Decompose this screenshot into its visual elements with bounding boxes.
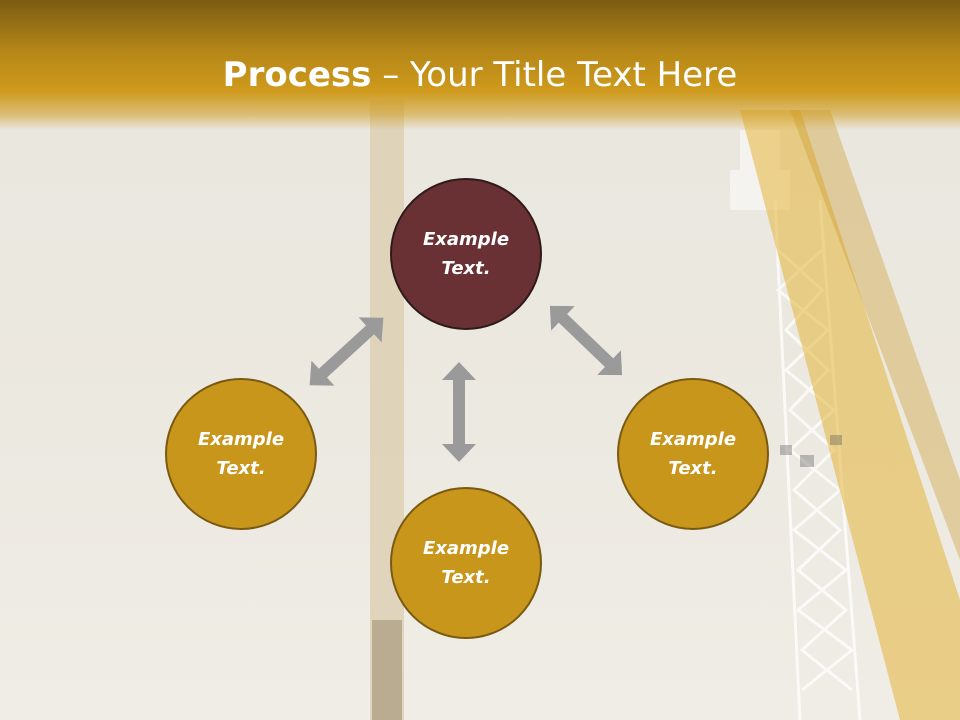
slide-title: Process – Your Title Text Here [0, 50, 960, 100]
node-label-line1: Example [649, 429, 737, 450]
process-node-right: Example Text. [617, 378, 769, 530]
node-label-line2: Text. [441, 567, 491, 588]
node-label-line2: Text. [668, 458, 718, 479]
node-label-line1: Example [422, 229, 510, 250]
double-headed-arrow-icon [309, 317, 384, 386]
title-rest: Your Title Text Here [410, 55, 738, 95]
header-bar [0, 0, 960, 130]
node-label-line1: Example [422, 538, 510, 559]
title-separator: – [371, 55, 411, 95]
node-label-line2: Text. [441, 258, 491, 279]
node-label-line1: Example [197, 429, 285, 450]
title-bold: Process [222, 55, 372, 95]
process-node-left: Example Text. [165, 378, 317, 530]
process-node-top: Example Text. [390, 178, 542, 330]
process-node-bottom: Example Text. [390, 487, 542, 639]
double-headed-arrow-icon [442, 362, 476, 462]
double-headed-arrow-icon [549, 305, 623, 376]
node-label-line2: Text. [216, 458, 266, 479]
